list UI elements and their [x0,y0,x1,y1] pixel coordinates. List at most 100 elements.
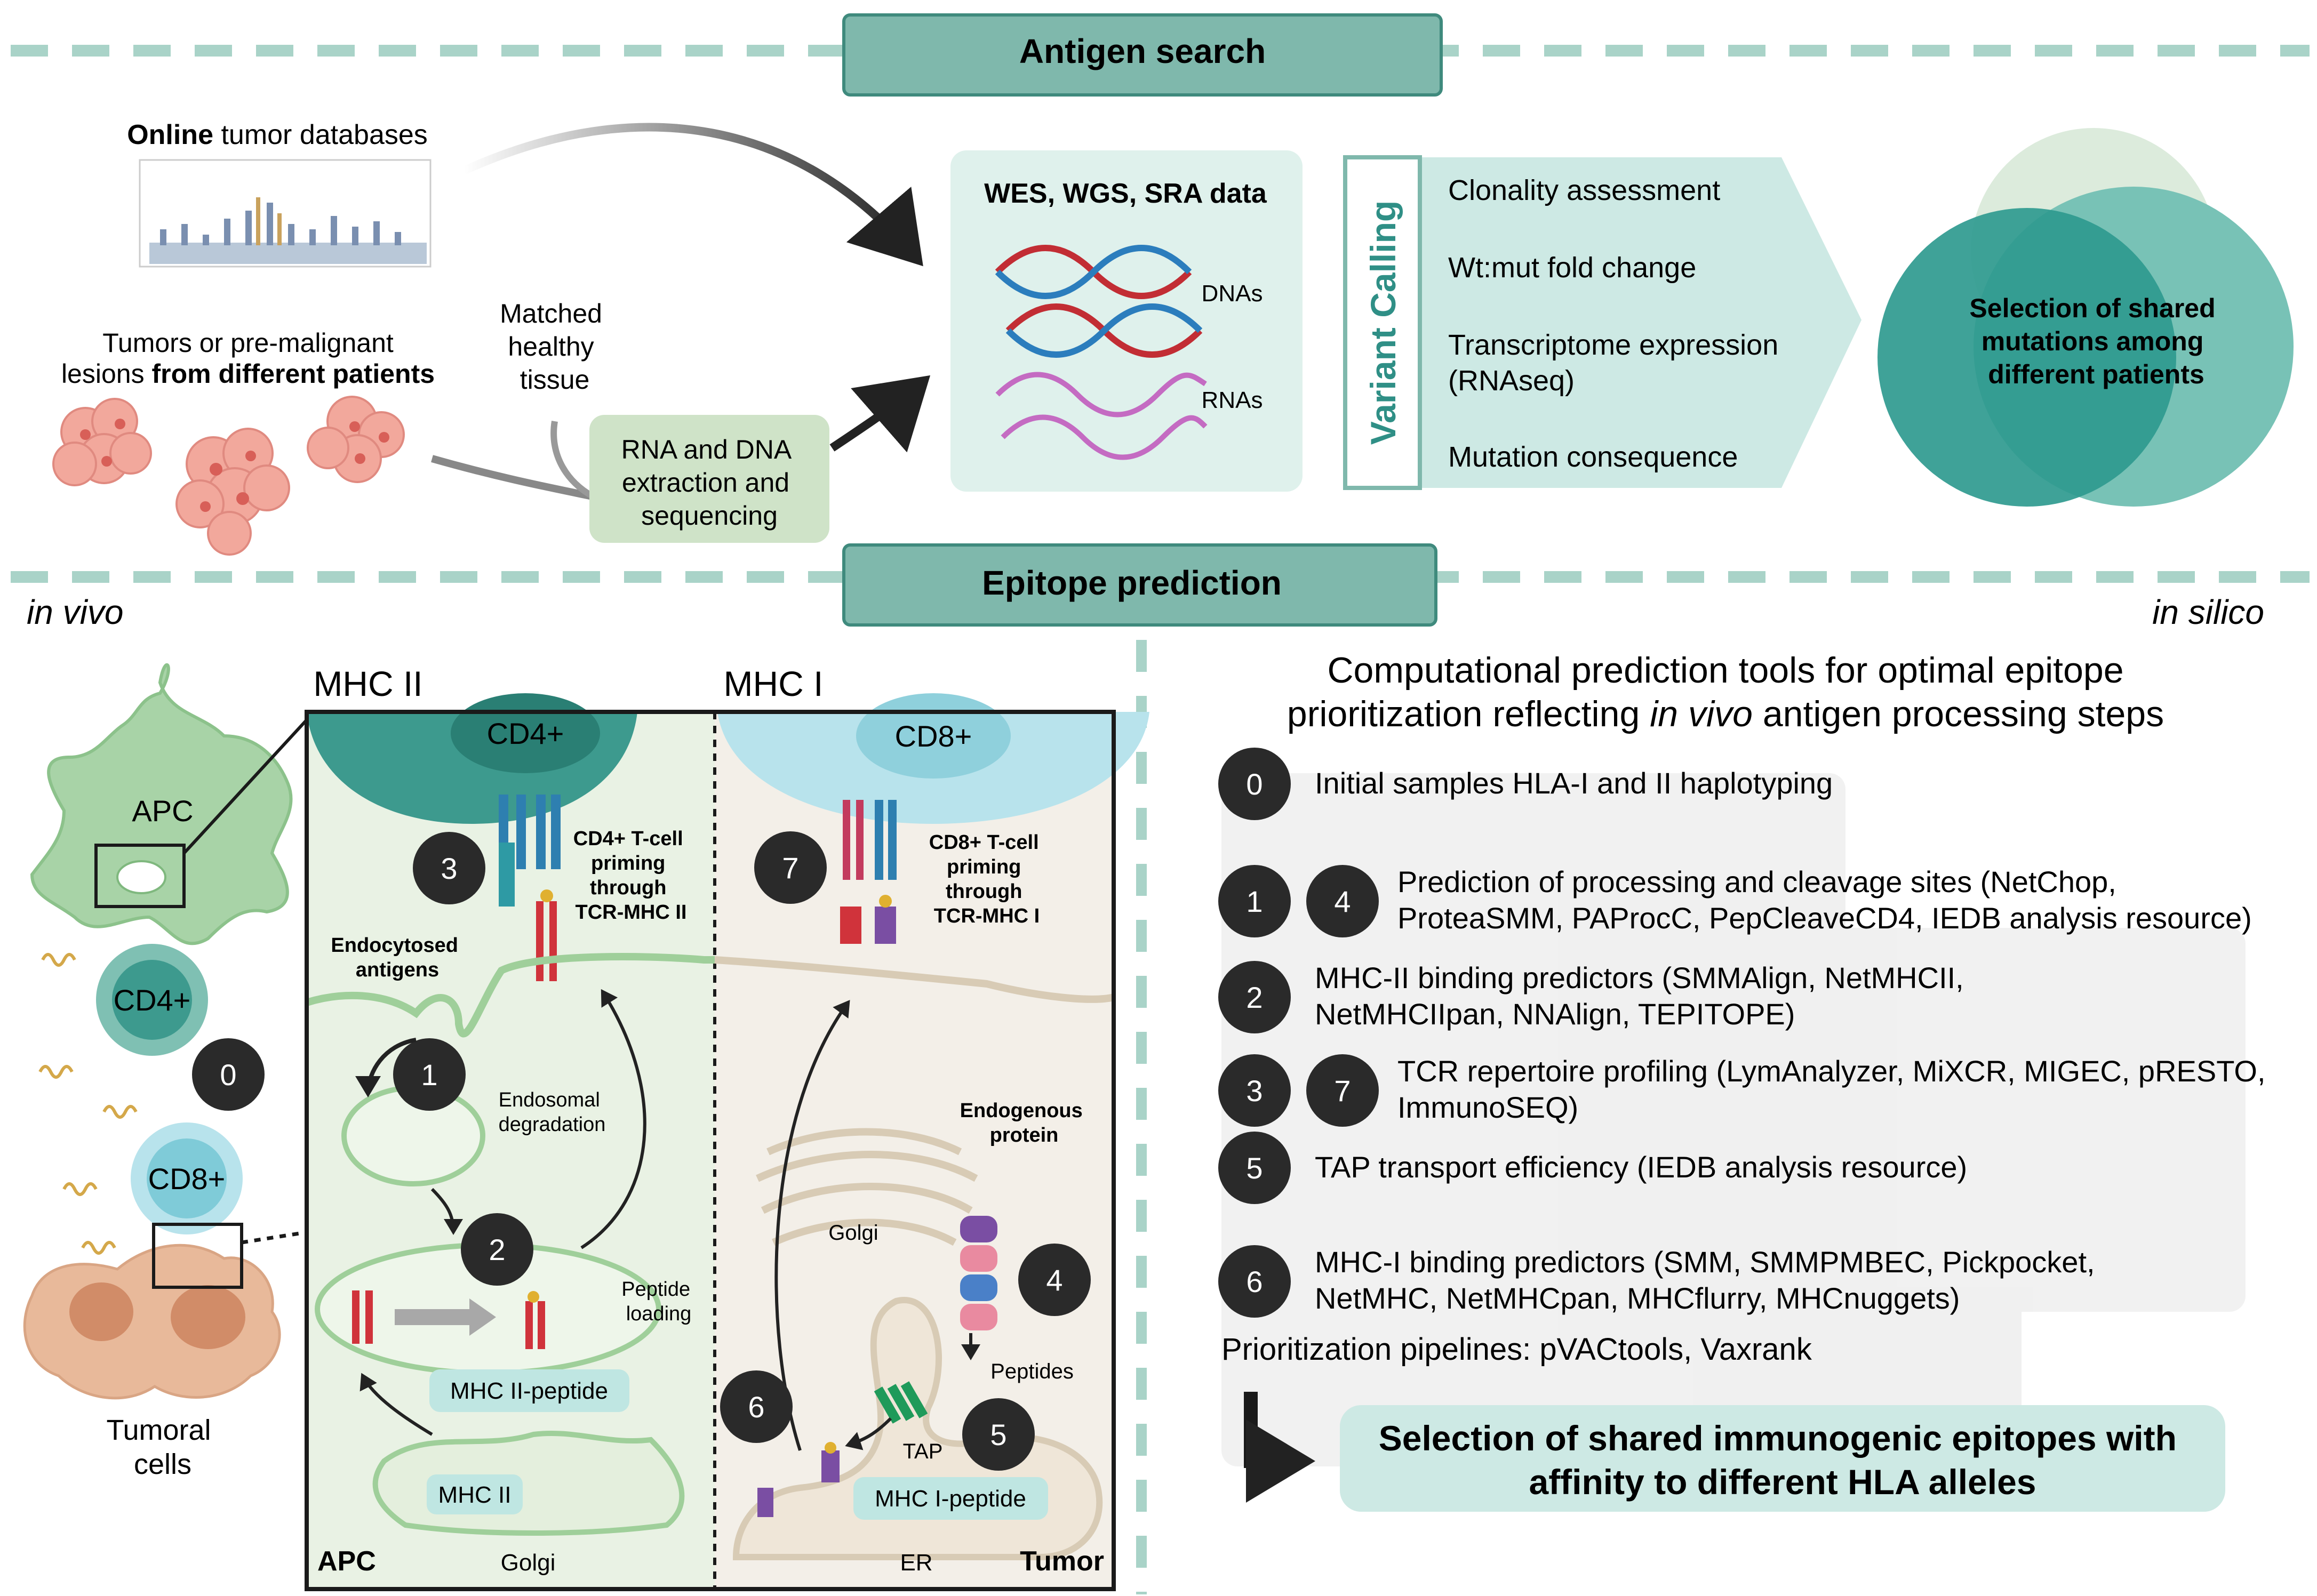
apc-membrane [305,953,715,1038]
tool-badge-number: 1 [1246,885,1263,918]
tool-item-text: MHC-I binding predictors (SMM, SMMPMBEC,… [1315,1245,2095,1279]
in-vivo-label: in vivo [27,593,123,631]
mhc2-title: MHC II [313,664,422,703]
step-badge-1 [393,1038,466,1111]
tumors-line2: lesions from different patients [61,359,435,389]
endocytosed-label: Endocytosed antigens [331,934,464,981]
matched-line2: healthy [508,332,594,362]
variant-calling-arrow [1344,157,1861,488]
loading-to-surface-arrow [580,989,646,1249]
cd4-cell-top-label: CD4+ [487,717,564,750]
mhc2-molecules-icon [352,1290,545,1349]
tools-list: 0 Initial samples HLA-I and II haplotypin… [1218,748,2266,1318]
tumors-line1: Tumors or pre-malignant [102,328,394,358]
tools-title-part-b: antigen processing steps [1753,694,2164,734]
computer-background-icon [1221,773,2246,1466]
cd8-priming-line1: CD8+ T-cell [929,831,1039,854]
tumor-zoom-box [152,1223,243,1289]
step-badge-2 [461,1213,533,1286]
tool-badge-number: 6 [1246,1265,1263,1298]
mhc1-title: MHC I [724,664,824,703]
tools-title-part-a: prioritization reflecting [1287,694,1650,734]
cd4-priming-line3: through [590,877,667,899]
tool-badge-2 [1218,961,1291,1033]
variant-item-transcriptome: Transcriptome expression [1448,329,1778,361]
tool-badge-number: 3 [1246,1074,1263,1108]
tap-transporter-icon [874,1381,928,1424]
extraction-line2: extraction and [622,468,789,498]
dna-helix-icon [995,245,1203,358]
extraction-box [589,415,829,543]
step-7-number: 7 [782,851,798,885]
mhc2-peptide-label-box [429,1369,629,1412]
cd4-label: CD4+ [114,983,191,1017]
endogenous-line2: protein [990,1124,1059,1146]
variant-calling-label-box [1343,155,1422,490]
final-line2: affinity to different HLA alleles [1529,1462,2036,1502]
cd8-priming-line4: TCR-MHC I [934,905,1040,927]
golgi-to-loading-arrow [359,1373,433,1436]
venn-label: Selection of shared mutations among diff… [1969,293,2223,389]
epitope-prediction-header: Epitope prediction [982,564,1282,602]
rna-label: RNAs [1202,387,1263,413]
er-label: ER [900,1550,932,1576]
extraction-to-data-arrow [829,375,931,453]
dna-label: DNAs [1202,280,1263,307]
golgi-right-label: Golgi [828,1221,878,1245]
venn-line2: mutations among [1982,326,2204,356]
endosome-to-loading-arrow [430,1188,463,1235]
step-2-number: 2 [489,1233,505,1266]
cd4-t-cell-nucleus [112,960,192,1040]
venn-line1: Selection of shared [1969,293,2215,323]
peptide-loading-line2: loading [626,1303,692,1325]
tool-badge-3 [1218,1054,1291,1127]
tumor-cluster-nuclei [80,419,389,512]
step-5-number: 5 [990,1418,1006,1451]
cd8-cell-top-label: CD8+ [895,719,972,753]
apc-zoom-box [94,844,186,908]
cd8-priming-line2: priming [947,856,1021,878]
cd4-priming-line2: priming [591,852,665,875]
cd4-priming-label: CD4+ T-cell priming through TCR-MHC II [573,828,689,924]
tools-title-line2: prioritization reflecting in vivo antige… [1287,694,2164,734]
tool-badge-6 [1218,1245,1291,1318]
tool-badge-number: 7 [1334,1074,1351,1108]
tumors-line2-normal: lesions [61,359,152,389]
tumoral-label: Tumoral cells [106,1414,219,1480]
endosomal-line2: degradation [499,1113,606,1136]
step-badge-4 [1018,1244,1091,1316]
endocytosis-arrow [355,1038,417,1097]
tool-item-text: Initial samples HLA-I and II haplotyping [1315,766,1833,800]
endogenous-label: Endogenous protein [960,1100,1089,1146]
mhc1-peptide-label-box [853,1477,1048,1520]
mhc1-molecules-icon [757,1442,840,1517]
endosomal-label: Endosomal degradation [499,1089,606,1136]
in-silico-label: in silico [2152,593,2264,631]
endosomal-line1: Endosomal [499,1089,600,1111]
peptide-loading-label: Peptide loading [621,1278,696,1325]
final-line1: Selection of shared immunogenic epitopes… [1379,1418,2177,1458]
step-3-number: 3 [441,852,457,885]
extraction-label: RNA and DNA extraction and sequencing [621,435,798,531]
tumoral-cells [23,1244,281,1400]
peptide-loading-line1: Peptide [621,1278,690,1301]
matched-line1: Matched [500,299,602,328]
rna-wave-icon [995,372,1208,460]
mhc2-small-label: MHC II [438,1482,512,1508]
tool-badge-number: 0 [1246,767,1263,801]
step-4-number: 4 [1046,1263,1062,1297]
manhattan-plot-thumbnail [139,159,432,268]
tool-item-text: TCR repertoire profiling (LymAnalyzer, M… [1397,1054,2266,1088]
step-badge-6 [720,1370,793,1443]
cd8-priming-label: CD8+ T-cell priming through TCR-MHC I [929,831,1044,927]
tool-badge-7 [1306,1054,1379,1127]
tool-item-text: ProteaSMM, PAProcC, PepCleaveCD4, IEDB a… [1397,901,2252,935]
online-rest: tumor databases [213,119,428,150]
mhc2-peptide-label: MHC II-peptide [450,1378,608,1404]
sequencing-data-panel [950,150,1303,492]
extraction-line3: sequencing [641,501,778,531]
variant-item-rnaseq: (RNAseq) [1448,365,1575,397]
tumor-to-extraction-curve [431,455,604,502]
tumors-line2-bold: from different patients [151,359,435,389]
